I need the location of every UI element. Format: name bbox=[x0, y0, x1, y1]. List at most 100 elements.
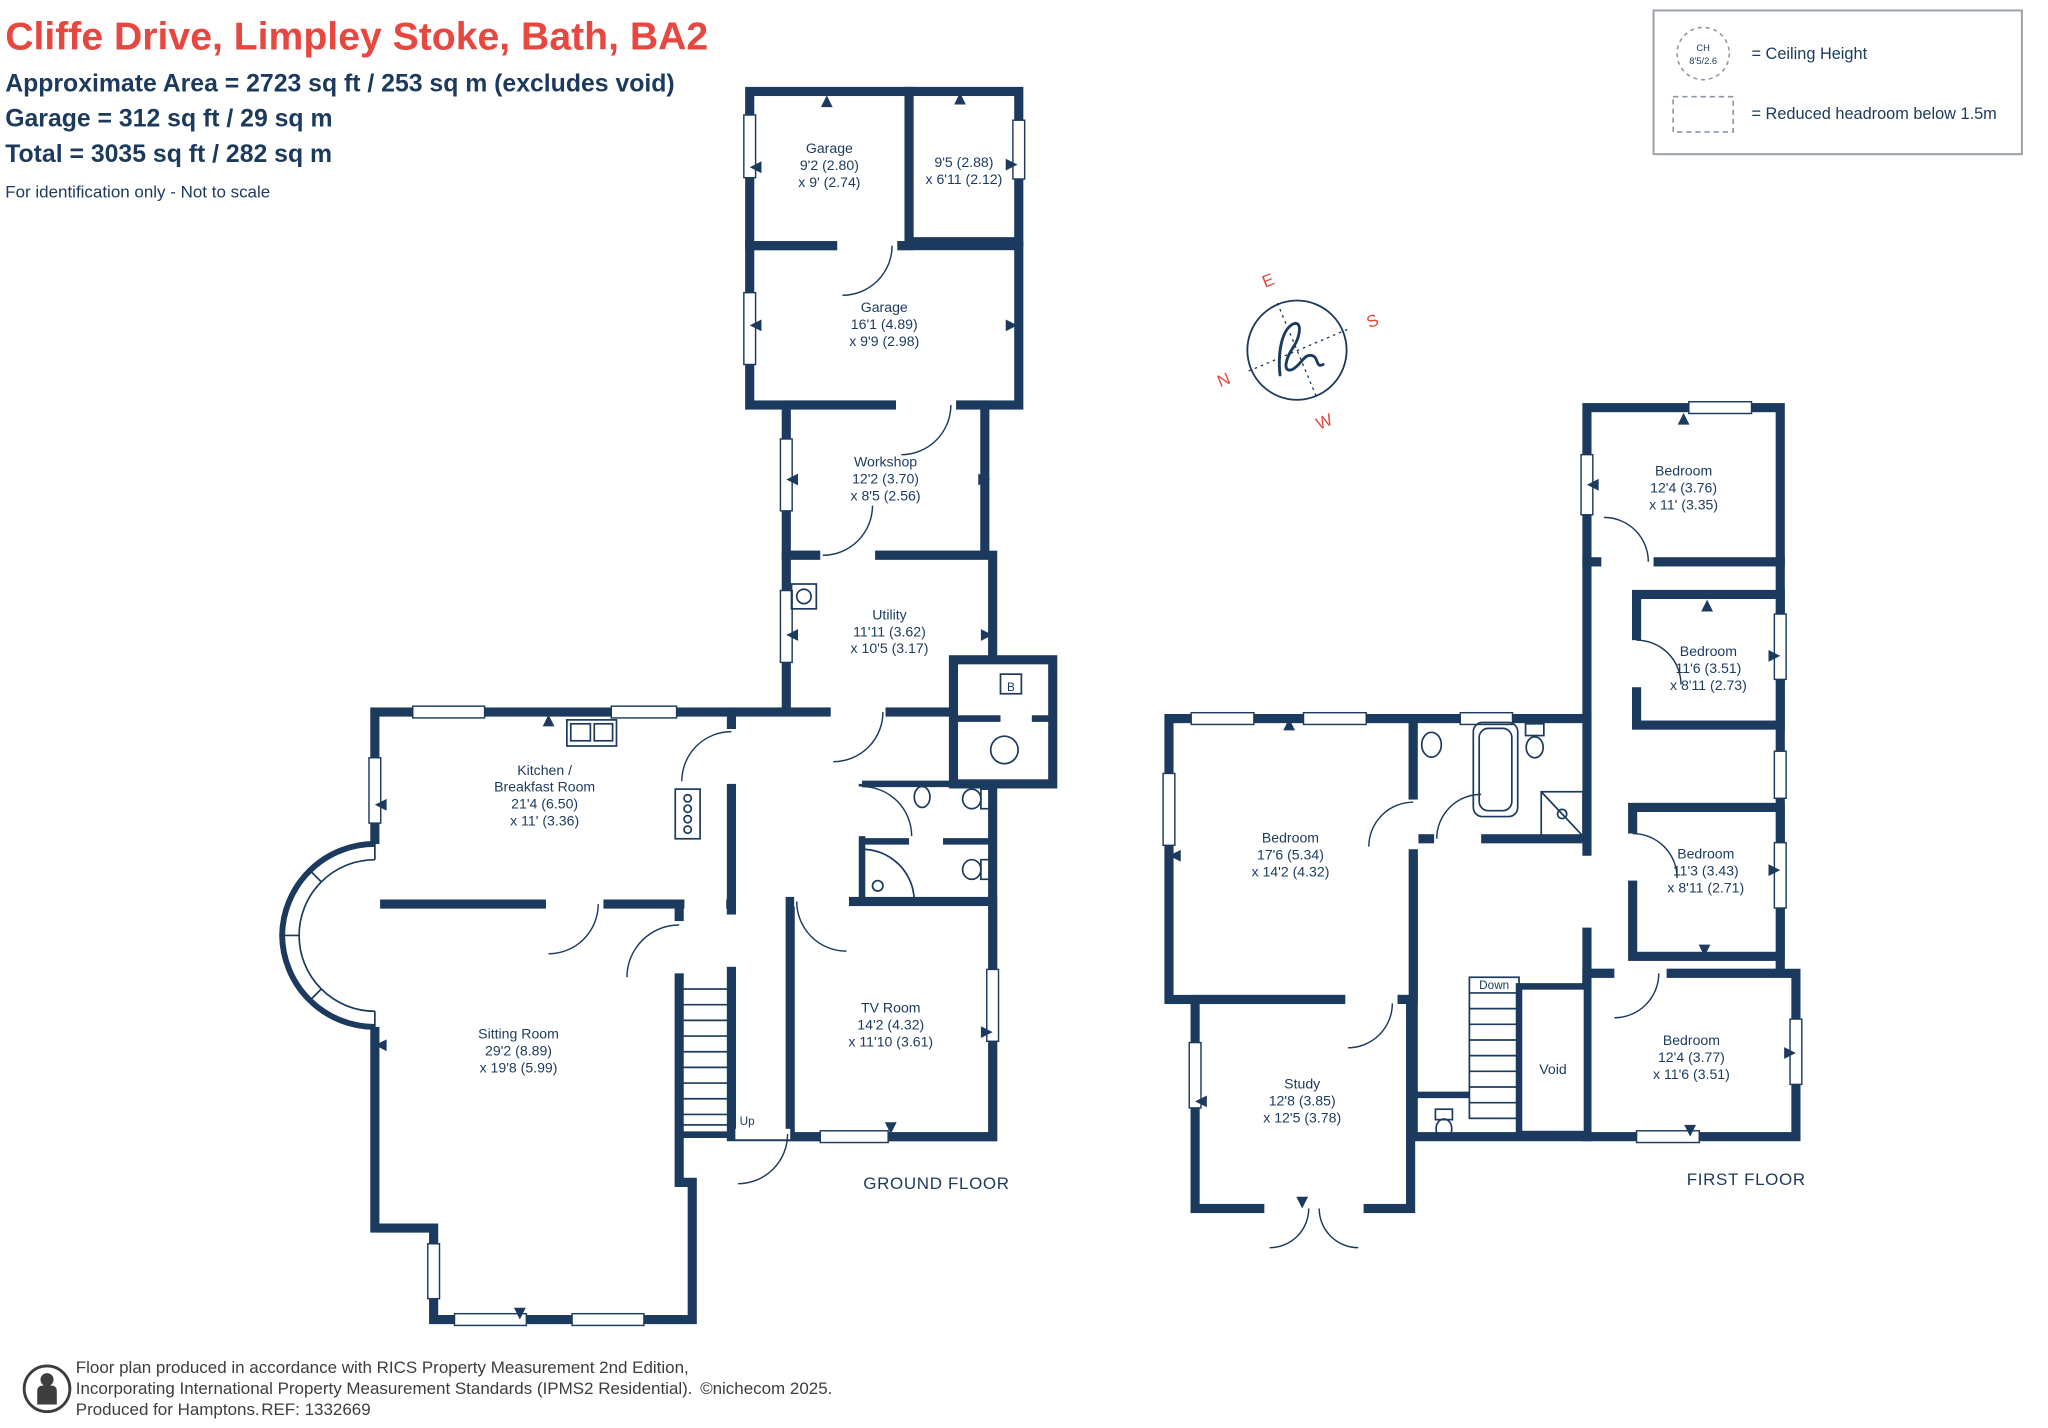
staircase-down bbox=[1468, 976, 1520, 1120]
room-tv-outline bbox=[785, 896, 998, 1142]
hob-icon bbox=[674, 788, 701, 840]
total-area-line: Total = 3035 sq ft / 282 sq m bbox=[5, 141, 332, 168]
footer-ref: REF: 1332669 bbox=[261, 1400, 370, 1419]
room-label-garage-small-dim1: 9'2 (2.80) bbox=[800, 157, 859, 173]
room-label-utility-dim1: 11'11 (3.62) bbox=[853, 623, 926, 639]
room-label-bedroom-top-name: Bedroom bbox=[1655, 463, 1712, 479]
room-label-garage-small-name: Garage bbox=[806, 140, 853, 156]
measure-arrows bbox=[374, 92, 1796, 1320]
room-bedroom-master-outline bbox=[1164, 714, 1418, 1005]
first-floor-title: FIRST FLOOR bbox=[1687, 1170, 1806, 1189]
compass-east: E bbox=[1259, 270, 1277, 292]
ceiling-height-label: = Ceiling Height bbox=[1752, 45, 1868, 63]
room-label-bedroom-master-name: Bedroom bbox=[1262, 830, 1319, 846]
room-label-bedroom-upper-right-name: Bedroom bbox=[1680, 643, 1737, 659]
tank-icon bbox=[989, 735, 1019, 765]
room-label-bedroom-upper-right-dim1: 11'6 (3.51) bbox=[1675, 660, 1741, 676]
room-label-kitchen-name1: Kitchen / bbox=[517, 762, 572, 778]
footer-copyright: ©nichecom 2025. bbox=[700, 1379, 832, 1398]
ground-floor-labels: Garage 9'2 (2.80) x 9' (2.74) 9'5 (2.88)… bbox=[478, 140, 1015, 1193]
room-label-garage-small-dim2: x 9' (2.74) bbox=[798, 174, 860, 190]
boiler-label: B bbox=[1007, 681, 1015, 694]
room-label-workshop-dim1: 12'2 (3.70) bbox=[852, 470, 919, 486]
shower-icon-first bbox=[1540, 790, 1584, 838]
room-label-tv-dim1: 14'2 (4.32) bbox=[857, 1017, 924, 1033]
room-label-bedroom-mid-right-dim1: 11'3 (3.43) bbox=[1673, 862, 1739, 878]
room-label-bedroom-top-dim2: x 11' (3.35) bbox=[1649, 497, 1718, 513]
footer: Floor plan produced in accordance with R… bbox=[22, 1358, 832, 1419]
room-label-garage-large-name: Garage bbox=[861, 299, 908, 315]
ground-floor-door-gaps bbox=[545, 240, 1032, 1140]
room-label-tv-name: TV Room bbox=[861, 1000, 921, 1016]
disclaimer-text: For identification only - Not to scale bbox=[5, 182, 270, 201]
legend-box: CH 8'5/2.6 = Ceiling Height = Reduced he… bbox=[1652, 9, 2023, 156]
room-label-tv-dim2: x 11'10 (3.61) bbox=[848, 1034, 933, 1050]
first-floor-labels: Bedroom 12'4 (3.76) x 11' (3.35) Bedroom… bbox=[1252, 463, 1806, 1189]
room-label-garage-large-dim2: x 9'9 (2.98) bbox=[849, 333, 919, 349]
page-title: Cliffe Drive, Limpley Stoke, Bath, BA2 bbox=[5, 16, 708, 59]
footer-line3: Produced for Hamptons. bbox=[76, 1400, 260, 1419]
room-sitting-outline bbox=[370, 899, 697, 1325]
reduced-headroom-icon bbox=[1672, 95, 1735, 133]
basin-icon-first bbox=[1420, 731, 1443, 758]
toilet-icon-first bbox=[1524, 722, 1545, 759]
compass-north: N bbox=[1214, 369, 1232, 391]
shower-icon bbox=[862, 848, 916, 902]
garage-area-line: Garage = 312 sq ft / 29 sq m bbox=[5, 106, 332, 133]
room-label-study-dim2: x 12'5 (3.78) bbox=[1263, 1109, 1341, 1125]
toilet-icon-2 bbox=[961, 858, 994, 881]
room-label-bedroom-master-dim2: x 14'2 (4.32) bbox=[1252, 864, 1330, 880]
boiler-icon bbox=[999, 673, 1023, 695]
room-label-bedroom-upper-right-dim2: x 8'11 (2.73) bbox=[1670, 677, 1747, 693]
room-label-kitchen-dim2: x 11' (3.36) bbox=[510, 813, 579, 829]
room-label-bedroom-bottom-right-name: Bedroom bbox=[1663, 1032, 1720, 1048]
room-label-study-name: Study bbox=[1284, 1075, 1321, 1091]
bathtub-icon bbox=[1472, 721, 1519, 818]
ground-floor-title: GROUND FLOOR bbox=[863, 1174, 1009, 1193]
footer-line2: Incorporating International Property Mea… bbox=[76, 1379, 693, 1398]
stairs-down-label: Down bbox=[1479, 979, 1509, 992]
room-label-utility-name: Utility bbox=[872, 606, 907, 622]
room-label-store-dim1: 9'5 (2.88) bbox=[934, 154, 993, 170]
room-label-sitting-dim2: x 19'8 (5.99) bbox=[480, 1060, 558, 1076]
room-label-study-dim1: 12'8 (3.85) bbox=[1269, 1092, 1336, 1108]
first-floor-door-gaps bbox=[1264, 556, 1667, 1214]
room-label-bedroom-mid-right-dim2: x 8'11 (2.71) bbox=[1667, 879, 1744, 895]
room-label-bedroom-top-dim1: 12'4 (3.76) bbox=[1650, 480, 1717, 496]
reduced-headroom-label: = Reduced headroom below 1.5m bbox=[1752, 105, 1997, 123]
ceiling-height-icon bbox=[1676, 26, 1731, 81]
compass-rose: E N S W bbox=[1214, 270, 1381, 434]
room-study-outline bbox=[1190, 994, 1416, 1214]
first-floor-walls bbox=[1164, 403, 1801, 1214]
room-label-workshop-name: Workshop bbox=[854, 453, 917, 469]
room-label-bedroom-bottom-right-dim1: 12'4 (3.77) bbox=[1658, 1049, 1725, 1065]
room-label-workshop-dim2: x 8'5 (2.56) bbox=[851, 487, 921, 503]
kitchen-sink-icon bbox=[566, 719, 618, 747]
bay-window bbox=[279, 841, 381, 1030]
compass-south: S bbox=[1364, 310, 1382, 332]
ceiling-height-abbr: CH bbox=[1696, 42, 1710, 53]
room-label-kitchen-name2: Breakfast Room bbox=[494, 779, 595, 795]
room-label-store-dim2: x 6'11 (2.12) bbox=[925, 171, 1002, 187]
ceiling-height-value: 8'5/2.6 bbox=[1689, 55, 1717, 66]
toilet-icon-wc-first bbox=[1434, 1108, 1454, 1140]
room-label-garage-large-dim1: 16'1 (4.89) bbox=[851, 316, 918, 332]
basin-icon bbox=[913, 785, 931, 809]
toilet-icon-1 bbox=[961, 788, 994, 810]
person-icon bbox=[22, 1364, 72, 1414]
compass-west: W bbox=[1313, 410, 1335, 434]
room-label-sitting-name: Sitting Room bbox=[478, 1026, 559, 1042]
room-label-kitchen-dim1: 21'4 (6.50) bbox=[511, 796, 578, 812]
ground-floor-doors bbox=[548, 245, 952, 1185]
room-bathroom-outline bbox=[1408, 714, 1592, 844]
room-label-bedroom-master-dim1: 17'6 (5.34) bbox=[1257, 847, 1324, 863]
header: Cliffe Drive, Limpley Stoke, Bath, BA2 A… bbox=[5, 16, 708, 202]
ground-floor-windows bbox=[368, 114, 1026, 1327]
approximate-area-line: Approximate Area = 2723 sq ft / 253 sq m… bbox=[5, 70, 674, 97]
void-label: Void bbox=[1539, 1061, 1566, 1077]
staircase-up bbox=[679, 988, 730, 1126]
footer-line1: Floor plan produced in accordance with R… bbox=[76, 1358, 689, 1377]
washing-machine-icon bbox=[790, 583, 818, 610]
room-label-bedroom-mid-right-name: Bedroom bbox=[1677, 845, 1734, 861]
